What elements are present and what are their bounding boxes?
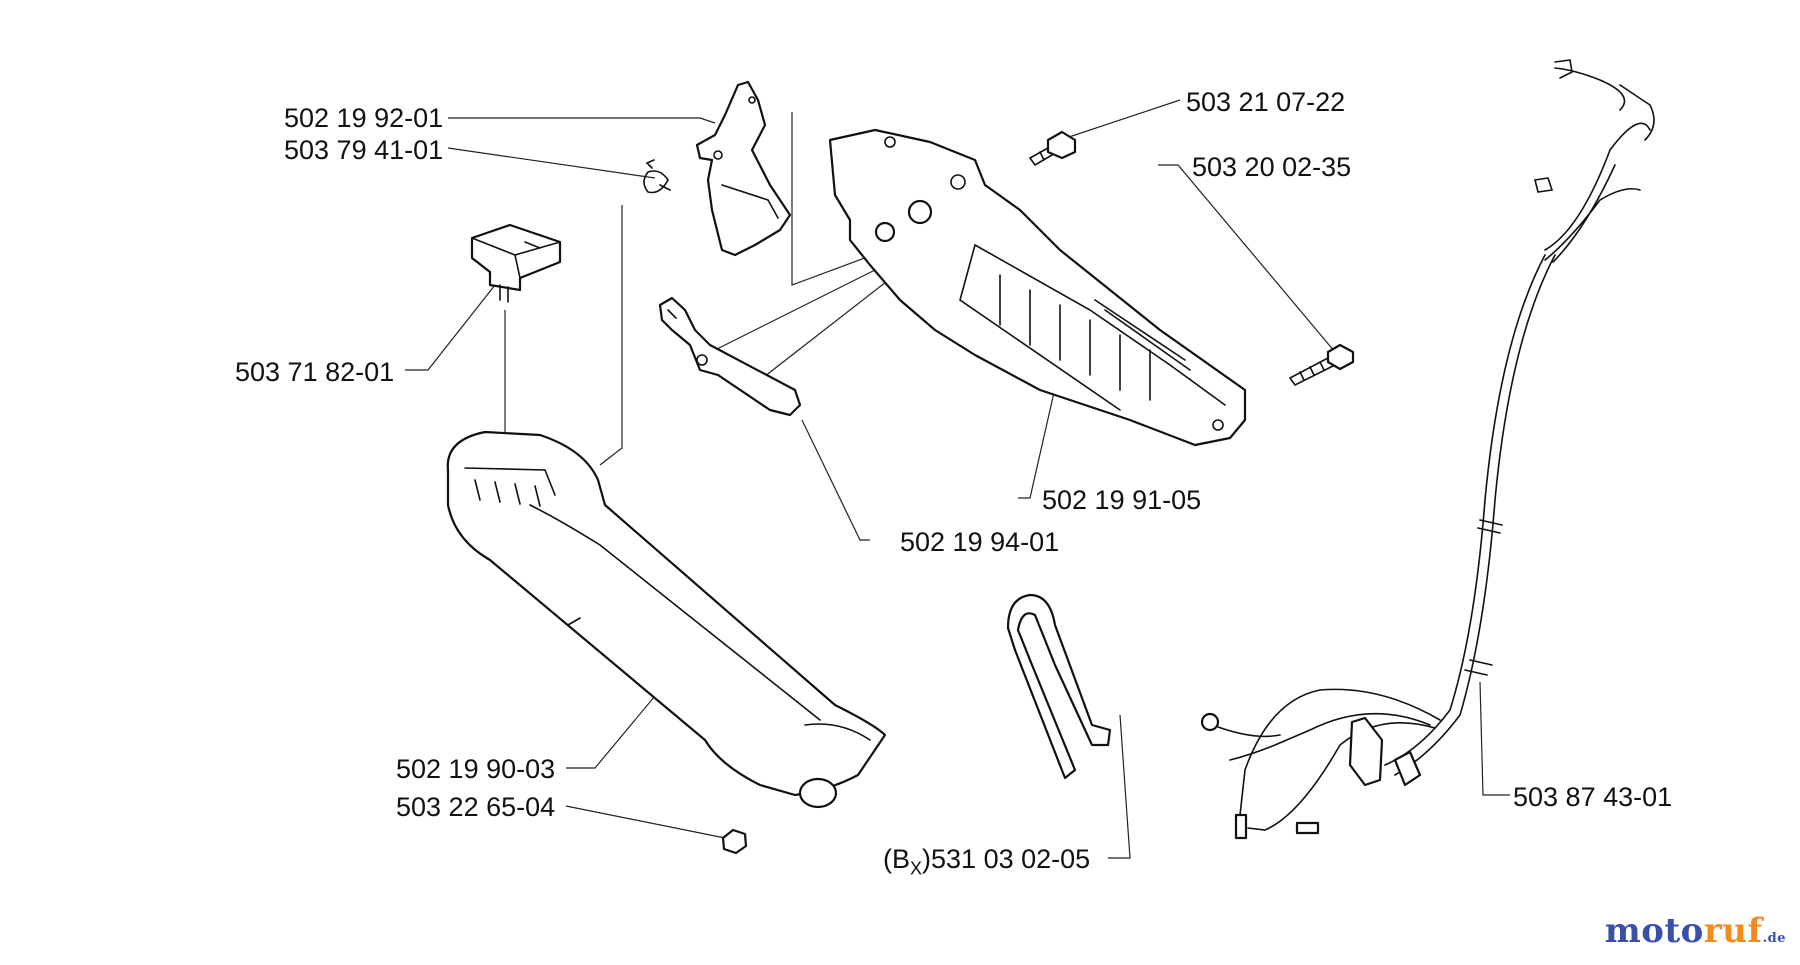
leader-503-20-02-35 (1158, 164, 1336, 353)
handle-housing-part (446, 430, 887, 797)
screw-long-part (1288, 343, 1355, 387)
part-label-503-71-82-01: 503 71 82-01 (235, 357, 395, 387)
lockout-lever-part (658, 296, 802, 417)
spring-part (643, 159, 671, 194)
watermark-part3: .de (1762, 931, 1786, 946)
label-subscript: X (910, 858, 923, 879)
leader-502-19-94-01 (801, 419, 870, 541)
part-label-531-03-02-05: (BX)531 03 02-05 (883, 844, 1091, 879)
leader-503-71-82-01 (405, 284, 496, 371)
nut-part (721, 828, 748, 855)
watermark-part1: moto (1604, 911, 1704, 951)
label-prefix: (B (883, 844, 910, 874)
upper-handle-part (828, 128, 1247, 447)
label-suffix: ) (922, 844, 932, 874)
leader-531-03-02-05 (1108, 714, 1131, 859)
part-label-502-19-94-01: 502 19 94-01 (900, 527, 1060, 557)
leader-502-19-90-03 (566, 677, 671, 769)
part-label-503-79-41-01: 503 79 41-01 (284, 135, 444, 165)
part-label-503-21-07-22: 503 21 07-22 (1186, 87, 1346, 117)
part-label-503-87-43-01: 503 87 43-01 (1513, 782, 1673, 812)
wire-harness-part (1200, 59, 1655, 840)
leader-pivot-a (704, 254, 906, 356)
leader-503-79-41-01 (447, 147, 656, 179)
leader-spring-drop (599, 205, 623, 466)
part-label-503-22-65-04: 503 22 65-04 (396, 792, 556, 822)
throttle-trigger-part (695, 80, 792, 257)
leader-503-22-65-04 (565, 805, 726, 839)
grip-loop-part (1006, 593, 1112, 780)
leader-503-87-43-01 (1479, 681, 1510, 796)
leader-502-19-92-01 (448, 117, 716, 124)
leader-502-19-91-05 (1018, 387, 1056, 499)
label-number: 531 03 02-05 (931, 844, 1091, 874)
watermark-part2: ruf (1703, 911, 1763, 951)
part-label-502-19-90-03: 502 19 90-03 (396, 754, 556, 784)
screw-short-part (1028, 130, 1077, 167)
leader-503-21-07-22 (1059, 99, 1181, 141)
switch-part (470, 223, 562, 303)
part-label-502-19-91-05: 502 19 91-05 (1042, 485, 1202, 515)
part-label-502-19-92-01: 502 19 92-01 (284, 103, 444, 133)
end-cap-part (798, 777, 838, 809)
part-label-503-20-02-35: 503 20 02-35 (1192, 152, 1352, 182)
watermark-logo: motoruf.de (1605, 911, 1786, 951)
